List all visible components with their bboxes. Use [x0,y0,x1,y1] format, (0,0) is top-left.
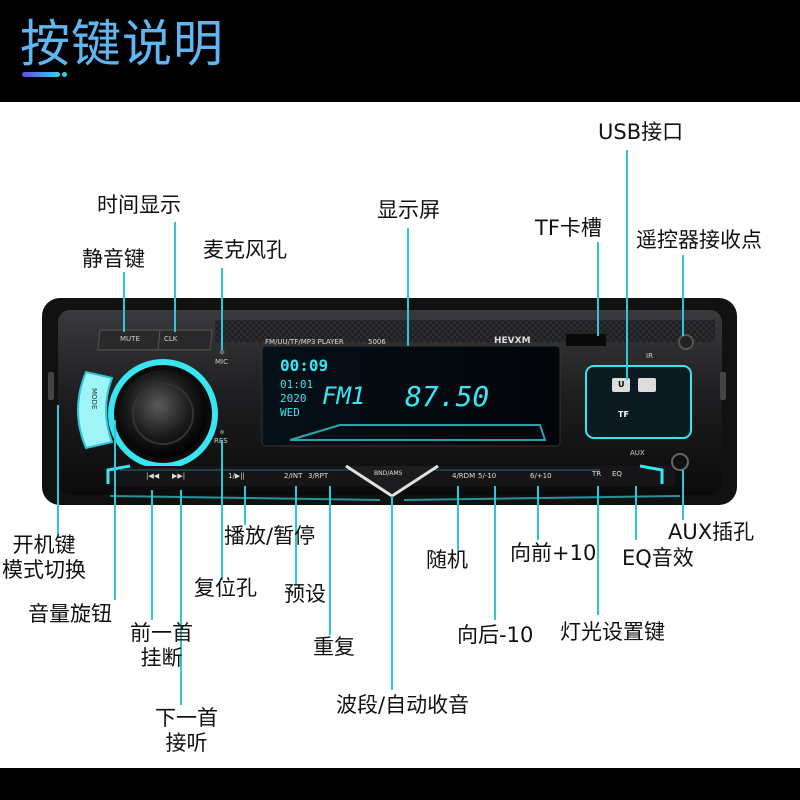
device-badge: FM/UU/TF/MP3 PLAYER [265,338,344,346]
lcd-date-2: 2020 [280,392,307,405]
tf-slot-area [566,334,606,346]
label-tf-slot: TF卡槽 [535,216,602,240]
label-band-ams: 波段/自动收音 [336,693,470,717]
label-volume-knob: 音量旋钮 [28,602,112,626]
label-power-mode: 开机键 模式切换 [2,533,86,583]
label-clock-display: 时间显示 [97,193,181,217]
minus10-button[interactable]: 5/-10 [478,472,497,480]
label-play-pause: 播放/暂停 [224,524,316,548]
ir-label: IR [646,352,653,360]
device-model: 5006 [368,338,386,346]
header-bar [0,0,800,102]
lcd-band: FM1 [322,382,366,410]
tr-button[interactable]: TR [592,470,602,478]
label-random: 随机 [426,548,468,572]
ir-receiver [678,334,694,350]
mode-button [77,370,114,450]
usb-port-label: U [618,380,625,389]
mute-label[interactable]: MUTE [120,335,140,343]
title-dot [62,72,67,77]
label-ir-receiver: 遥控器接收点 [636,228,762,252]
lcd-screen [261,345,561,447]
usb-port-icon [612,378,630,392]
label-preset: 预设 [284,582,326,606]
lcd-time: 00:09 [280,356,329,375]
clk-label[interactable]: CLK [164,335,178,343]
plus10-button[interactable]: 6/+10 [530,472,552,480]
eq-button[interactable]: EQ [612,470,622,478]
device-brand: HEVXM [494,336,531,346]
label-prev-track: 前一首 挂断 [130,621,193,671]
prev-button[interactable]: |◀◀ [146,472,160,480]
label-mute: 静音键 [82,247,145,271]
mic-hole [219,349,225,355]
tf-port-label: TF [618,410,629,419]
label-mode-switch: 模式切换 [2,558,86,583]
lcd-frequency: 87.50 [405,380,490,413]
mode-label[interactable]: MODE [90,388,98,410]
volume-knob [119,370,207,458]
label-screen: 显示屏 [377,198,440,222]
label-next-track: 下一首 接听 [155,706,218,756]
label-aux-jack: AUX插孔 [668,520,755,544]
next-button[interactable]: ▶▶| [172,472,186,480]
lcd-date-1: 01:01 [280,378,314,391]
label-forward-10: 向前+10 [510,541,597,565]
page-title: 按键说明 [20,15,224,73]
int-button[interactable]: 2/INT [284,472,303,480]
label-repeat: 重复 [313,635,355,659]
mic-label: MIC [215,358,228,366]
label-usb-port: USB接口 [598,120,684,144]
clk-button [157,329,213,351]
label-back-10: 向后-10 [457,623,534,647]
lcd-day: WED [280,406,300,419]
title-underline [22,72,60,77]
port-panel [585,365,692,439]
label-eq: EQ音效 [622,546,694,570]
res-hole [220,430,224,434]
rpt-button[interactable]: 3/RPT [308,472,329,480]
footer-bar [0,768,800,800]
play-button[interactable]: 1/▶|| [228,472,245,480]
label-power: 开机键 [12,533,76,557]
band-button-label[interactable]: BND/AMS [374,470,403,477]
res-label: RES [214,437,228,445]
aux-jack [671,453,689,471]
label-light-setting: 灯光设置键 [560,620,665,644]
rdm-button[interactable]: 4/RDM [452,472,476,480]
label-mic-hole: 麦克风孔 [203,238,287,262]
label-reset-hole: 复位孔 [194,576,257,600]
aux-label: AUX [630,449,645,457]
carbon-strip [215,320,575,342]
